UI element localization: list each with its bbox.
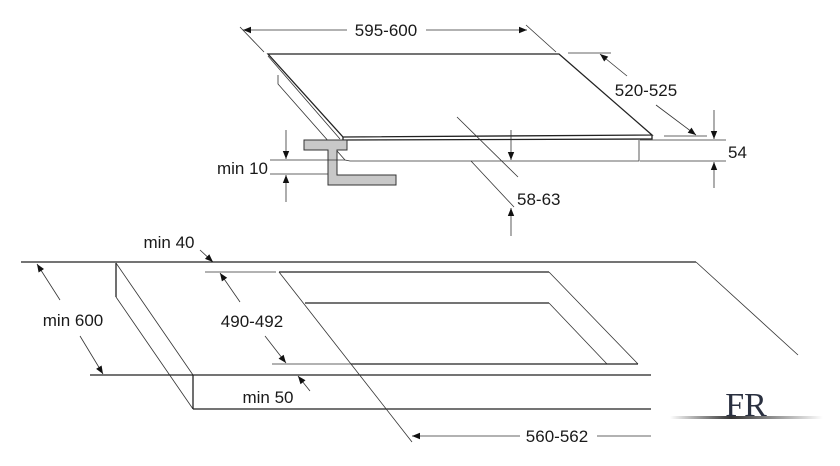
- dimension-hob-depth: 520-525: [568, 52, 707, 137]
- dimension-min-clearance: min 10: [217, 130, 345, 202]
- hob: [266, 53, 654, 162]
- hob-body: [277, 75, 640, 162]
- dimension-cutout-depth: 490-492: [205, 271, 351, 365]
- label-min-clearance: min 10: [217, 159, 268, 178]
- label-min-back: min 40: [143, 233, 194, 252]
- dimension-hob-height: 54: [640, 110, 747, 188]
- dimension-cutout-width: 560-562: [412, 427, 651, 446]
- worktop: [21, 261, 799, 410]
- dimension-min-back: min 40: [143, 233, 214, 263]
- dimension-hob-width: 595-600: [239, 21, 557, 53]
- label-hob-width: 595-600: [355, 21, 417, 40]
- label-min-worktop-depth: min 600: [43, 311, 103, 330]
- fr-logo: FR: [670, 387, 823, 424]
- label-cutout-offset: 58-63: [517, 190, 560, 209]
- label-hob-height: 54: [728, 143, 747, 162]
- hob-glass-top: [266, 53, 654, 138]
- dimension-min-front: min 50: [242, 375, 311, 407]
- dimension-cutout-offset: 58-63: [456, 116, 560, 236]
- label-min-front: min 50: [242, 388, 293, 407]
- label-cutout-depth: 490-492: [221, 312, 283, 331]
- hob-bevel: [267, 55, 341, 140]
- dimension-min-worktop-depth: min 600: [36, 263, 104, 375]
- label-hob-depth: 520-525: [615, 81, 677, 100]
- label-cutout-width: 560-562: [526, 427, 588, 446]
- cutout: [278, 271, 639, 443]
- mounting-bracket: [303, 139, 397, 186]
- hob-glass-edge: [342, 135, 653, 141]
